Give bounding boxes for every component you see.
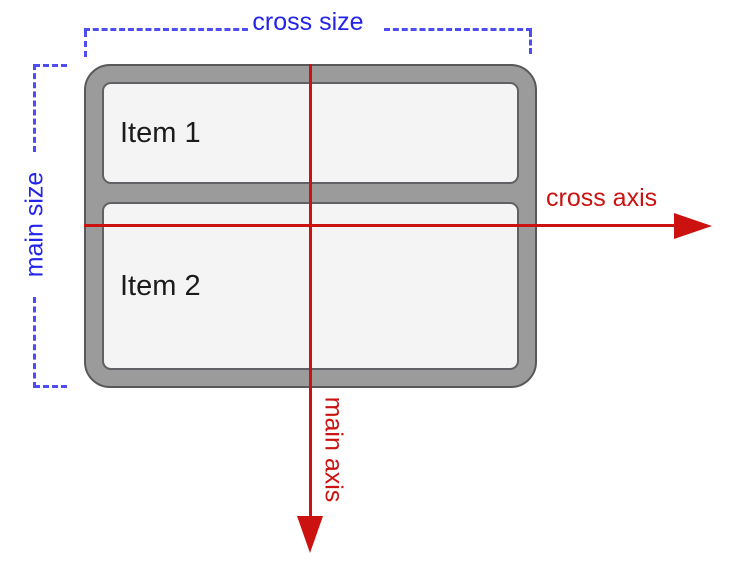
main-axis-label: main axis [319, 396, 348, 503]
main-axis-line [309, 64, 312, 518]
cross-axis-label: cross axis [546, 184, 658, 212]
cross-size-label: cross size [252, 8, 364, 36]
flex-item-2-label: Item 2 [120, 269, 201, 302]
flex-item-1-label: Item 1 [120, 116, 201, 149]
dashed-line-segment [34, 385, 67, 388]
dashed-line-segment [33, 64, 36, 152]
main-size-label: main size [20, 171, 49, 278]
dashed-line-segment [384, 28, 532, 31]
dashed-line-segment [34, 64, 67, 67]
cross-axis-line [84, 224, 675, 227]
cross-axis-arrowhead-icon [674, 213, 712, 239]
dashed-line-segment [33, 297, 36, 388]
dashed-line-segment [84, 31, 87, 57]
dashed-line-segment [84, 28, 248, 31]
dashed-line-segment [529, 31, 532, 54]
main-axis-arrowhead-icon [297, 516, 323, 553]
